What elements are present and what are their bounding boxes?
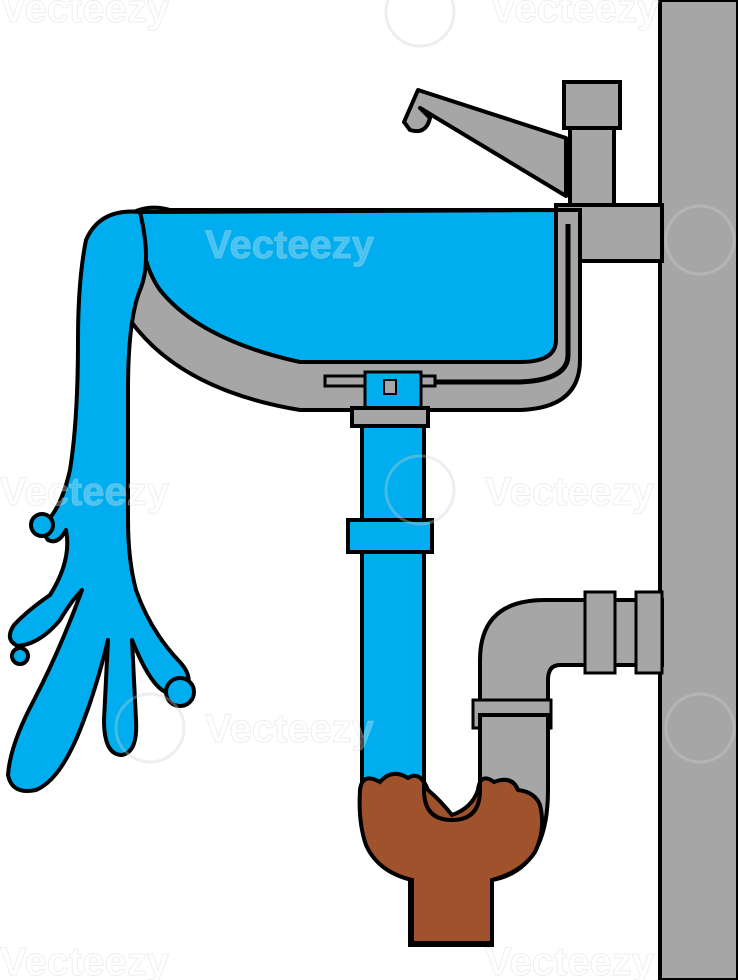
- water-droplet: [164, 676, 196, 708]
- pipe-joint-upper: [583, 590, 617, 675]
- drain-stopper-slot: [383, 379, 397, 395]
- watermark-text: Vecteezy: [490, 0, 660, 31]
- faucet-cap: [562, 80, 622, 130]
- watermark-text: Vecteezy: [205, 223, 375, 267]
- water-droplet: [10, 646, 30, 666]
- watermark-text: Vecteezy: [485, 470, 655, 514]
- watermark-text: Vecteezy: [0, 0, 170, 31]
- faucet-spout: [402, 88, 568, 198]
- water-droplet: [29, 512, 55, 538]
- sink-inner-rim: [330, 224, 571, 385]
- watermark-logo: [664, 204, 736, 276]
- watermark-text: Vecteezy: [0, 470, 170, 514]
- watermark-text: Vecteezy: [205, 707, 375, 751]
- drain-collar: [350, 406, 430, 428]
- watermark-logo: [384, 0, 456, 48]
- trap-inner-bend: [422, 715, 482, 823]
- drain-pipe-vertical: [360, 418, 426, 522]
- clog: [357, 771, 545, 945]
- watermark-text: Vecteezy: [0, 940, 170, 980]
- drain-pipe-coupling: [346, 518, 434, 554]
- wall-drain-pipe: [658, 0, 738, 980]
- watermark-text: Vecteezy: [485, 940, 655, 980]
- watermark-logo: [384, 454, 456, 526]
- watermark-logo: [664, 692, 736, 764]
- watermark-logo: [114, 692, 186, 764]
- pipe-joint-lower: [634, 590, 664, 675]
- faucet-body: [568, 126, 616, 212]
